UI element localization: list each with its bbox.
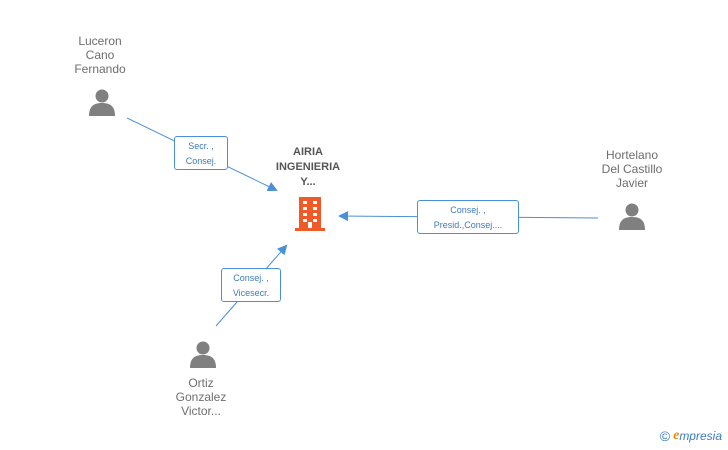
copyright-icon: © <box>659 428 671 444</box>
node-label-luceron[interactable]: Luceron Cano Fernando <box>45 34 155 76</box>
edge-role-line: Consej. , <box>233 273 269 283</box>
person-icon[interactable] <box>189 340 217 368</box>
node-label-hortelano[interactable]: Hortelano Del Castillo Javier <box>577 148 687 190</box>
company-name-line: AIRIA <box>293 146 323 158</box>
person-icon[interactable] <box>88 88 116 116</box>
node-name-line: Fernando <box>74 62 126 76</box>
node-name-line: Hortelano <box>605 148 659 162</box>
node-name-line: Victor... <box>181 404 221 418</box>
empresia-logo[interactable]: © e mpresia <box>660 428 722 444</box>
edge-role-line: Consej. , <box>450 205 486 215</box>
edge-role-line: Presid.,Consej.... <box>433 220 503 230</box>
edge-role-line: Secr. , <box>188 141 214 151</box>
brand-name: mpresia <box>679 429 722 443</box>
node-name-line: Javier <box>615 176 648 190</box>
edge-label-luceron[interactable]: Secr. , Consej. <box>174 136 228 170</box>
person-icon[interactable] <box>618 202 646 230</box>
node-name-line: Ortiz <box>188 376 214 390</box>
company-name-line: Y... <box>300 176 316 188</box>
node-name-line: Cano <box>85 48 115 62</box>
brand-e: e <box>673 428 680 443</box>
node-label-ortiz[interactable]: Ortiz Gonzalez Victor... <box>146 376 256 418</box>
edge-role-line: Consej. <box>185 156 217 166</box>
edge-label-hortelano[interactable]: Consej. , Presid.,Consej.... <box>417 200 519 234</box>
building-icon[interactable] <box>294 197 326 231</box>
company-label[interactable]: AIRIA INGENIERIA Y... <box>258 145 358 190</box>
node-name-line: Luceron <box>78 34 122 48</box>
company-name-line: INGENIERIA <box>275 161 341 173</box>
node-name-line: Del Castillo <box>601 162 663 176</box>
edge-label-ortiz[interactable]: Consej. , Vicesecr. <box>221 268 281 302</box>
node-name-line: Gonzalez <box>175 390 227 404</box>
edge-role-line: Vicesecr. <box>232 288 270 298</box>
